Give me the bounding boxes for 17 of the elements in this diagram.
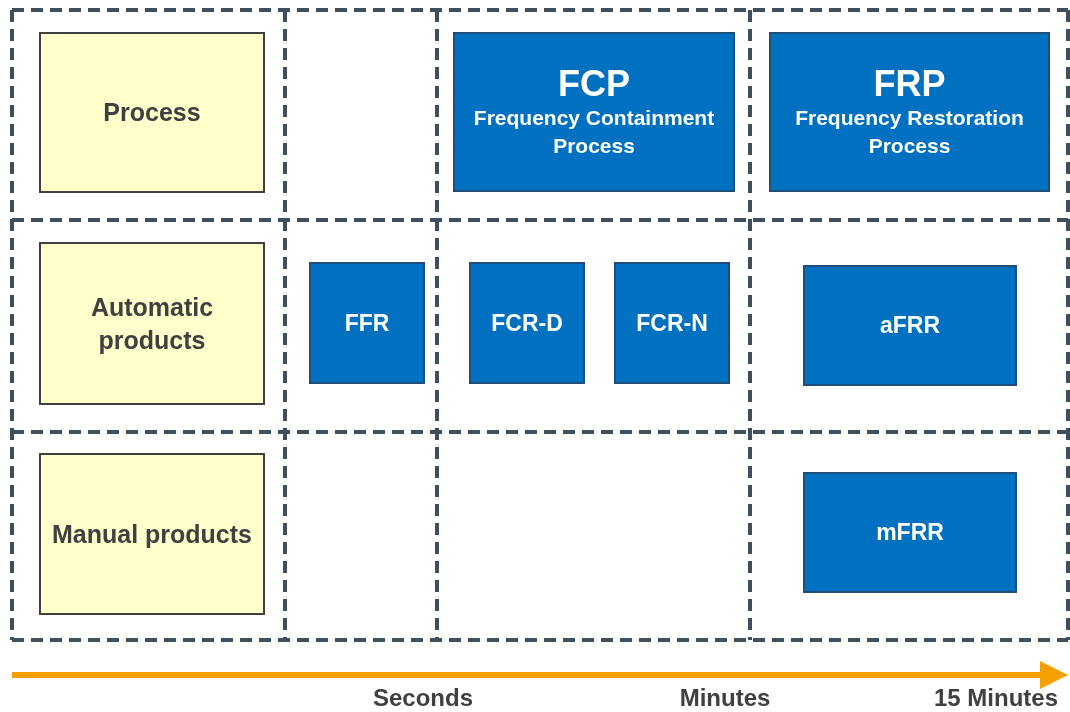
category-box: Manual products — [39, 453, 265, 615]
product-box: mFRR — [803, 472, 1017, 593]
box-description: Frequency Restoration Process — [794, 105, 1025, 159]
category-box: Process — [39, 32, 265, 193]
box-heading: FCP — [558, 64, 630, 104]
product-box: FCR-D — [469, 262, 585, 384]
time-label: 15 Minutes — [934, 684, 1058, 712]
box-description: Frequency Containment Process — [472, 105, 716, 159]
time-label: Minutes — [679, 684, 771, 712]
time-label: Seconds — [373, 684, 473, 712]
product-box: FFR — [309, 262, 425, 384]
box-heading: FRP — [873, 64, 946, 104]
product-box: aFRR — [803, 265, 1017, 386]
category-box: Automatic products — [39, 242, 265, 405]
product-box — [769, 32, 1050, 192]
product-box — [453, 32, 735, 192]
product-box: FCR-N — [614, 262, 730, 384]
